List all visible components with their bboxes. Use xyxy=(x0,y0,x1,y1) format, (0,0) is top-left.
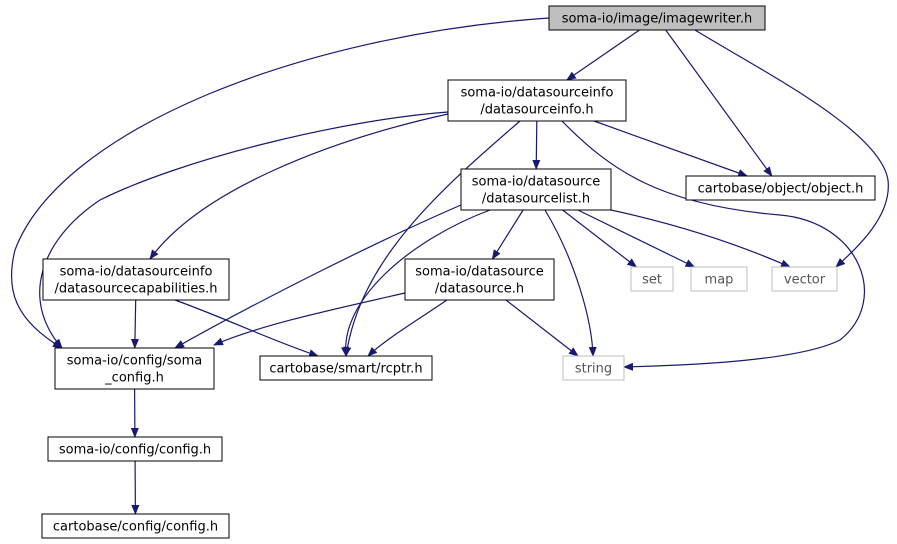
edge-datasource-to-string xyxy=(505,299,579,357)
node-label: soma-io/datasource xyxy=(472,175,600,190)
node-datasourcelist[interactable]: soma-io/datasource/datasourcelist.h xyxy=(460,168,612,211)
node-box xyxy=(630,266,674,292)
edge-imagewriter-to-object xyxy=(665,29,773,177)
node-box xyxy=(460,168,612,211)
edge-imagewriter-to-soma_config xyxy=(10,17,550,349)
node-label: /datasourcelist.h xyxy=(482,192,590,207)
node-box xyxy=(685,175,876,201)
node-label: soma-io/datasourceinfo xyxy=(60,265,213,280)
edges xyxy=(10,17,889,515)
node-label: cartobase/config/config.h xyxy=(53,520,218,535)
node-datasourceinfo[interactable]: soma-io/datasourceinfo/datasourceinfo.h xyxy=(447,79,627,122)
node-label: soma-io/image/imagewriter.h xyxy=(562,12,753,27)
node-label: soma-io/datasourceinfo xyxy=(461,86,614,101)
node-box xyxy=(259,355,433,381)
edge-datasourcelist-to-map xyxy=(577,209,696,268)
node-box xyxy=(404,258,555,301)
node-datasource[interactable]: soma-io/datasource/datasource.h xyxy=(404,258,555,301)
node-somaio-config[interactable]: soma-io/config/config.h xyxy=(47,436,223,462)
edge-datasourcelist-to-rcptr xyxy=(341,209,491,357)
node-set: set xyxy=(630,266,674,292)
node-cartobase-config[interactable]: cartobase/config/config.h xyxy=(41,513,230,539)
edge-imagewriter-to-vector xyxy=(694,29,889,268)
edge-datasourceinfo-to-datasourcecapabilities xyxy=(149,113,449,260)
edge-datasourceinfo-to-rcptr xyxy=(343,120,521,357)
node-label: _config.h xyxy=(104,371,164,386)
node-label: /datasourcecapabilities.h xyxy=(54,282,217,297)
node-label: cartobase/smart/rcptr.h xyxy=(269,362,422,377)
node-rcptr[interactable]: cartobase/smart/rcptr.h xyxy=(259,355,433,381)
nodes: soma-io/image/imagewriter.h soma-io/datas… xyxy=(41,5,876,539)
edge-datasourcelist-to-string xyxy=(544,209,597,357)
node-label: set xyxy=(642,273,662,288)
node-box xyxy=(548,5,766,31)
edge-datasourceinfo-to-string xyxy=(561,120,865,371)
edge-datasourcecapabilities-to-rcptr xyxy=(174,299,319,357)
node-imagewriter[interactable]: soma-io/image/imagewriter.h xyxy=(548,5,766,31)
edge-datasource-to-rcptr xyxy=(367,299,448,357)
node-label: map xyxy=(705,273,734,288)
node-box xyxy=(42,258,230,301)
node-label: string xyxy=(575,362,612,377)
node-label: soma-io/config/soma xyxy=(67,354,203,369)
node-string: string xyxy=(562,355,625,381)
node-box xyxy=(54,347,215,390)
node-object[interactable]: cartobase/object/object.h xyxy=(685,175,876,201)
edge-datasourceinfo-to-object xyxy=(593,120,749,177)
edge-datasource-to-soma_config xyxy=(213,292,406,346)
node-box xyxy=(690,266,748,292)
node-box xyxy=(562,355,625,381)
node-label: vector xyxy=(784,273,826,288)
node-label: /datasourceinfo.h xyxy=(480,103,593,118)
node-box xyxy=(41,513,230,539)
node-box xyxy=(771,266,838,292)
node-label: soma-io/datasource xyxy=(415,265,543,280)
edge-datasourceinfo-to-soma_config xyxy=(39,111,449,349)
edge-datasourcelist-to-datasource xyxy=(491,209,524,260)
edge-datasourcecapabilities-to-soma_config xyxy=(130,299,139,349)
edge-imagewriter-to-datasourceinfo xyxy=(565,29,640,81)
node-map: map xyxy=(690,266,748,292)
node-vector: vector xyxy=(771,266,838,292)
edge-datasourcelist-to-soma_config xyxy=(174,204,462,349)
node-label: cartobase/object/object.h xyxy=(698,182,864,197)
edge-datasourcelist-to-vector xyxy=(610,209,791,268)
edge-datasourcelist-to-set xyxy=(562,209,638,268)
node-soma-config[interactable]: soma-io/config/soma _config.h xyxy=(54,347,215,390)
node-box xyxy=(447,79,627,122)
node-box xyxy=(47,436,223,462)
node-datasourcecapabilities[interactable]: soma-io/datasourceinfo/datasourcecapabil… xyxy=(42,258,230,301)
node-label: /datasource.h xyxy=(435,282,524,297)
edge-datasourceinfo-to-datasourcelist xyxy=(532,120,541,170)
node-label: soma-io/config/config.h xyxy=(59,443,211,458)
